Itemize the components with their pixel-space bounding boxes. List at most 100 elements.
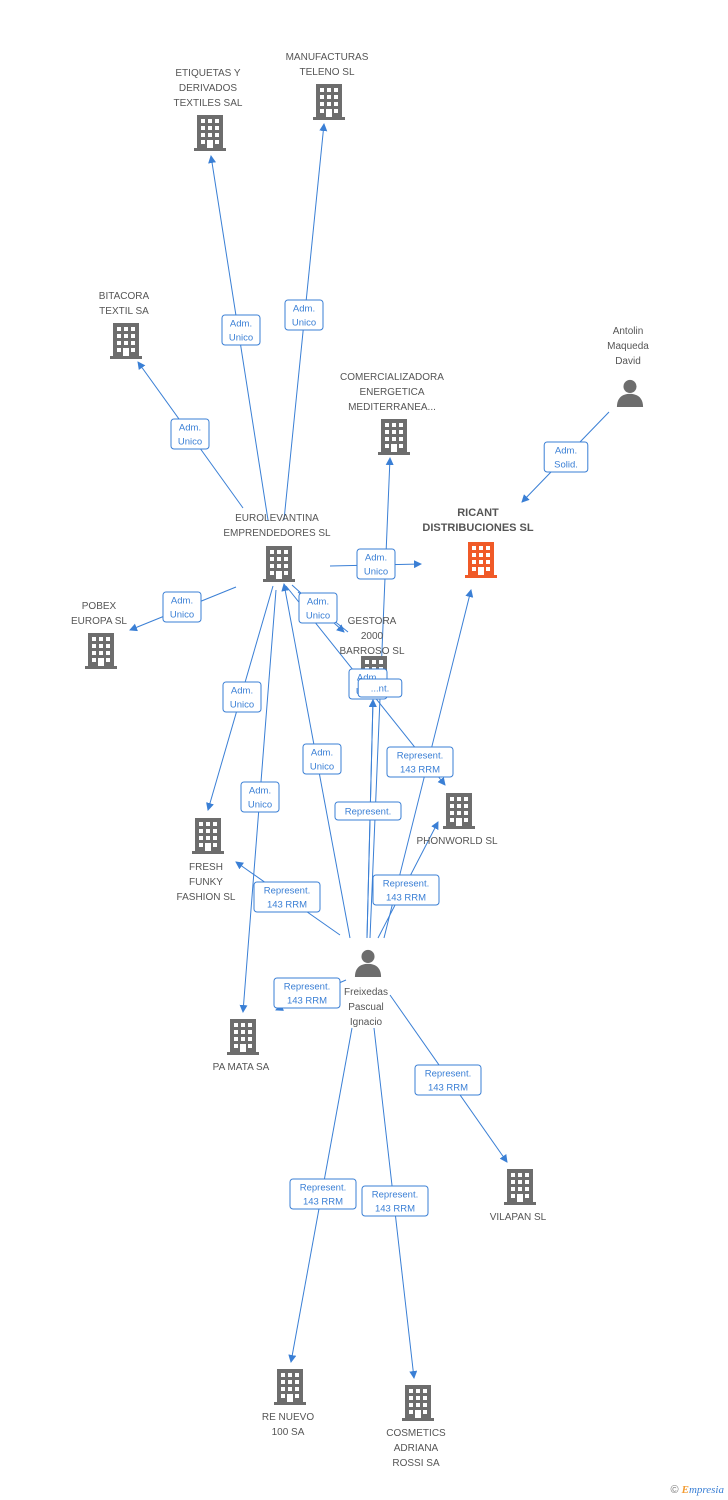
edge-label-box xyxy=(543,441,589,473)
edge-label-box xyxy=(361,1185,429,1217)
edge-label-freixedas-to-vilapan[interactable]: Represent. 143 RRM xyxy=(414,1064,482,1096)
edge-label-text: Adm. xyxy=(307,597,329,608)
node-label-line: COSMETICS xyxy=(386,1428,446,1439)
edge-label-box xyxy=(221,314,261,346)
edge-label-box xyxy=(386,746,454,778)
edge-label-eurolevantina-to-pobex[interactable]: Adm.Unico xyxy=(162,591,202,623)
edge-label-freixedas-to-comercializadora[interactable]: Represent. xyxy=(334,801,402,821)
edge-label-freixedas-to-renuevo[interactable]: Represent.143 RRM xyxy=(289,1178,357,1210)
node-phonworld[interactable]: PHONWORLD SL xyxy=(416,793,498,847)
edge-label-text: 143 RRM xyxy=(386,893,426,904)
edge-label-text: 143 RRM xyxy=(428,1083,468,1094)
edge-label-box xyxy=(162,591,202,623)
edge-label-eurolevantina-to-manufacturas[interactable]: Adm. Unico xyxy=(284,299,324,331)
edge-label-eurolevantina-to-gestora[interactable]: Adm.Unico xyxy=(298,592,338,624)
edge-label-box xyxy=(357,678,403,698)
edge-label-text: Unico xyxy=(292,318,316,329)
node-label-line: FRESH xyxy=(189,862,223,873)
edge-label-text: 143 RRM xyxy=(375,1204,415,1215)
edge-label-text: Adm. xyxy=(293,304,315,315)
node-label-line: DISTRIBUCIONES SL xyxy=(422,522,534,534)
edge-label-freixedas-to-pamata[interactable]: Represent.143 RRM xyxy=(273,977,341,1009)
edge-label-text: Adm. xyxy=(365,553,387,564)
edge-label-text: Represent. xyxy=(397,751,443,762)
node-manufacturas[interactable]: MANUFACTURAS TELENO SL xyxy=(286,52,369,120)
node-pobex[interactable]: POBEX EUROPA SL xyxy=(71,601,127,669)
edge-label-text: 143 RRM xyxy=(303,1197,343,1208)
footer-brand[interactable]: ©Empresia xyxy=(671,1484,725,1496)
node-label-line: RE NUEVO xyxy=(262,1412,314,1423)
edge-label-box xyxy=(253,881,321,913)
edge-label-text: Represent. xyxy=(425,1069,471,1080)
node-label-line: 100 SA xyxy=(272,1427,305,1438)
node-label-line: Pascual xyxy=(348,1002,384,1013)
node-comercializadora[interactable]: COMERCIALIZADORAENERGETICAMEDITERRANEA..… xyxy=(340,372,444,455)
node-label-line: Ignacio xyxy=(350,1017,383,1028)
edge-label-freixedas-to-gestora_b[interactable]: ...nt. xyxy=(357,678,403,698)
edge-label-freixedas-to-cosmetics[interactable]: Represent.143 RRM xyxy=(361,1185,429,1217)
edge-label-text: Unico xyxy=(248,800,272,811)
node-label-line: PA MATA SA xyxy=(213,1062,270,1073)
edge-label-antolin-to-ricant[interactable]: Adm.Solid. xyxy=(543,441,589,473)
node-label-line: MANUFACTURAS xyxy=(286,52,369,63)
brand-name: mpresia xyxy=(688,1484,724,1496)
node-label-line: EUROLEVANTINA xyxy=(235,513,319,524)
node-label-line: ENERGETICA xyxy=(359,387,424,398)
edge-label-freixedas-to-ricant[interactable]: Represent.143 RRM xyxy=(386,746,454,778)
node-label-line: ROSSI SA xyxy=(392,1458,440,1469)
node-label-line: BARROSO SL xyxy=(339,646,404,657)
node-label-line: GESTORA xyxy=(348,616,397,627)
node-label-line: TELENO SL xyxy=(299,67,354,78)
node-vilapan[interactable]: VILAPAN SL xyxy=(490,1169,547,1223)
edge-label-freixedas-to-phonworld[interactable]: Represent.143 RRM xyxy=(372,874,440,906)
building-icon xyxy=(378,419,410,455)
building-icon xyxy=(402,1385,434,1421)
node-label-line: Freixedas xyxy=(344,987,388,998)
edge-label-eurolevantina-to-pamata[interactable]: Adm.Unico xyxy=(240,781,280,813)
edge-label-eurolevantina-to-bitacora[interactable]: Adm.Unico xyxy=(170,418,210,450)
building-icon xyxy=(504,1169,536,1205)
edge-label-box xyxy=(273,977,341,1009)
node-label-line: DERIVADOS xyxy=(179,83,237,94)
building-icon xyxy=(194,115,226,151)
edge-label-text: Unico xyxy=(230,700,254,711)
node-label-line: TEXTILES SAL xyxy=(174,98,243,109)
edge-label-text: Unico xyxy=(170,610,194,621)
node-label-line: PHONWORLD SL xyxy=(416,836,498,847)
node-renuevo[interactable]: RE NUEVO 100 SA xyxy=(262,1369,314,1438)
node-label-line: MEDITERRANEA... xyxy=(348,402,436,413)
edge-label-box xyxy=(334,801,402,821)
node-label-line: POBEX xyxy=(82,601,117,612)
node-fresh[interactable]: FRESH FUNKY FASHION SL xyxy=(177,818,236,903)
node-label-line: TEXTIL SA xyxy=(99,306,149,317)
edge-label-box xyxy=(372,874,440,906)
node-pamata[interactable]: PA MATA SA xyxy=(213,1019,270,1073)
building-icon xyxy=(227,1019,259,1055)
edge-label-eurolevantina-to-ricant[interactable]: Adm. Unico xyxy=(356,548,396,580)
node-label-line: FASHION SL xyxy=(177,892,236,903)
edge-label-eurolevantina-to-etiquetas[interactable]: Adm.Unico xyxy=(221,314,261,346)
building-icon xyxy=(313,84,345,120)
edge-label-freixedas-to-eurolevantina[interactable]: Adm.Unico xyxy=(302,743,342,775)
edge-label-freixedas-to-fresh[interactable]: Represent.143 RRM xyxy=(253,881,321,913)
node-label-line: FUNKY xyxy=(189,877,223,888)
edge-label-eurolevantina-to-fresh[interactable]: Adm.Unico xyxy=(222,681,262,713)
node-label-line: EUROPA SL xyxy=(71,616,127,627)
building-icon xyxy=(110,323,142,359)
edge-label-box xyxy=(289,1178,357,1210)
edge-label-text: Unico xyxy=(364,567,388,578)
edge-label-box xyxy=(240,781,280,813)
node-label-line: 2000 xyxy=(361,631,384,642)
building-icon xyxy=(443,793,475,829)
person-icon xyxy=(354,949,382,977)
